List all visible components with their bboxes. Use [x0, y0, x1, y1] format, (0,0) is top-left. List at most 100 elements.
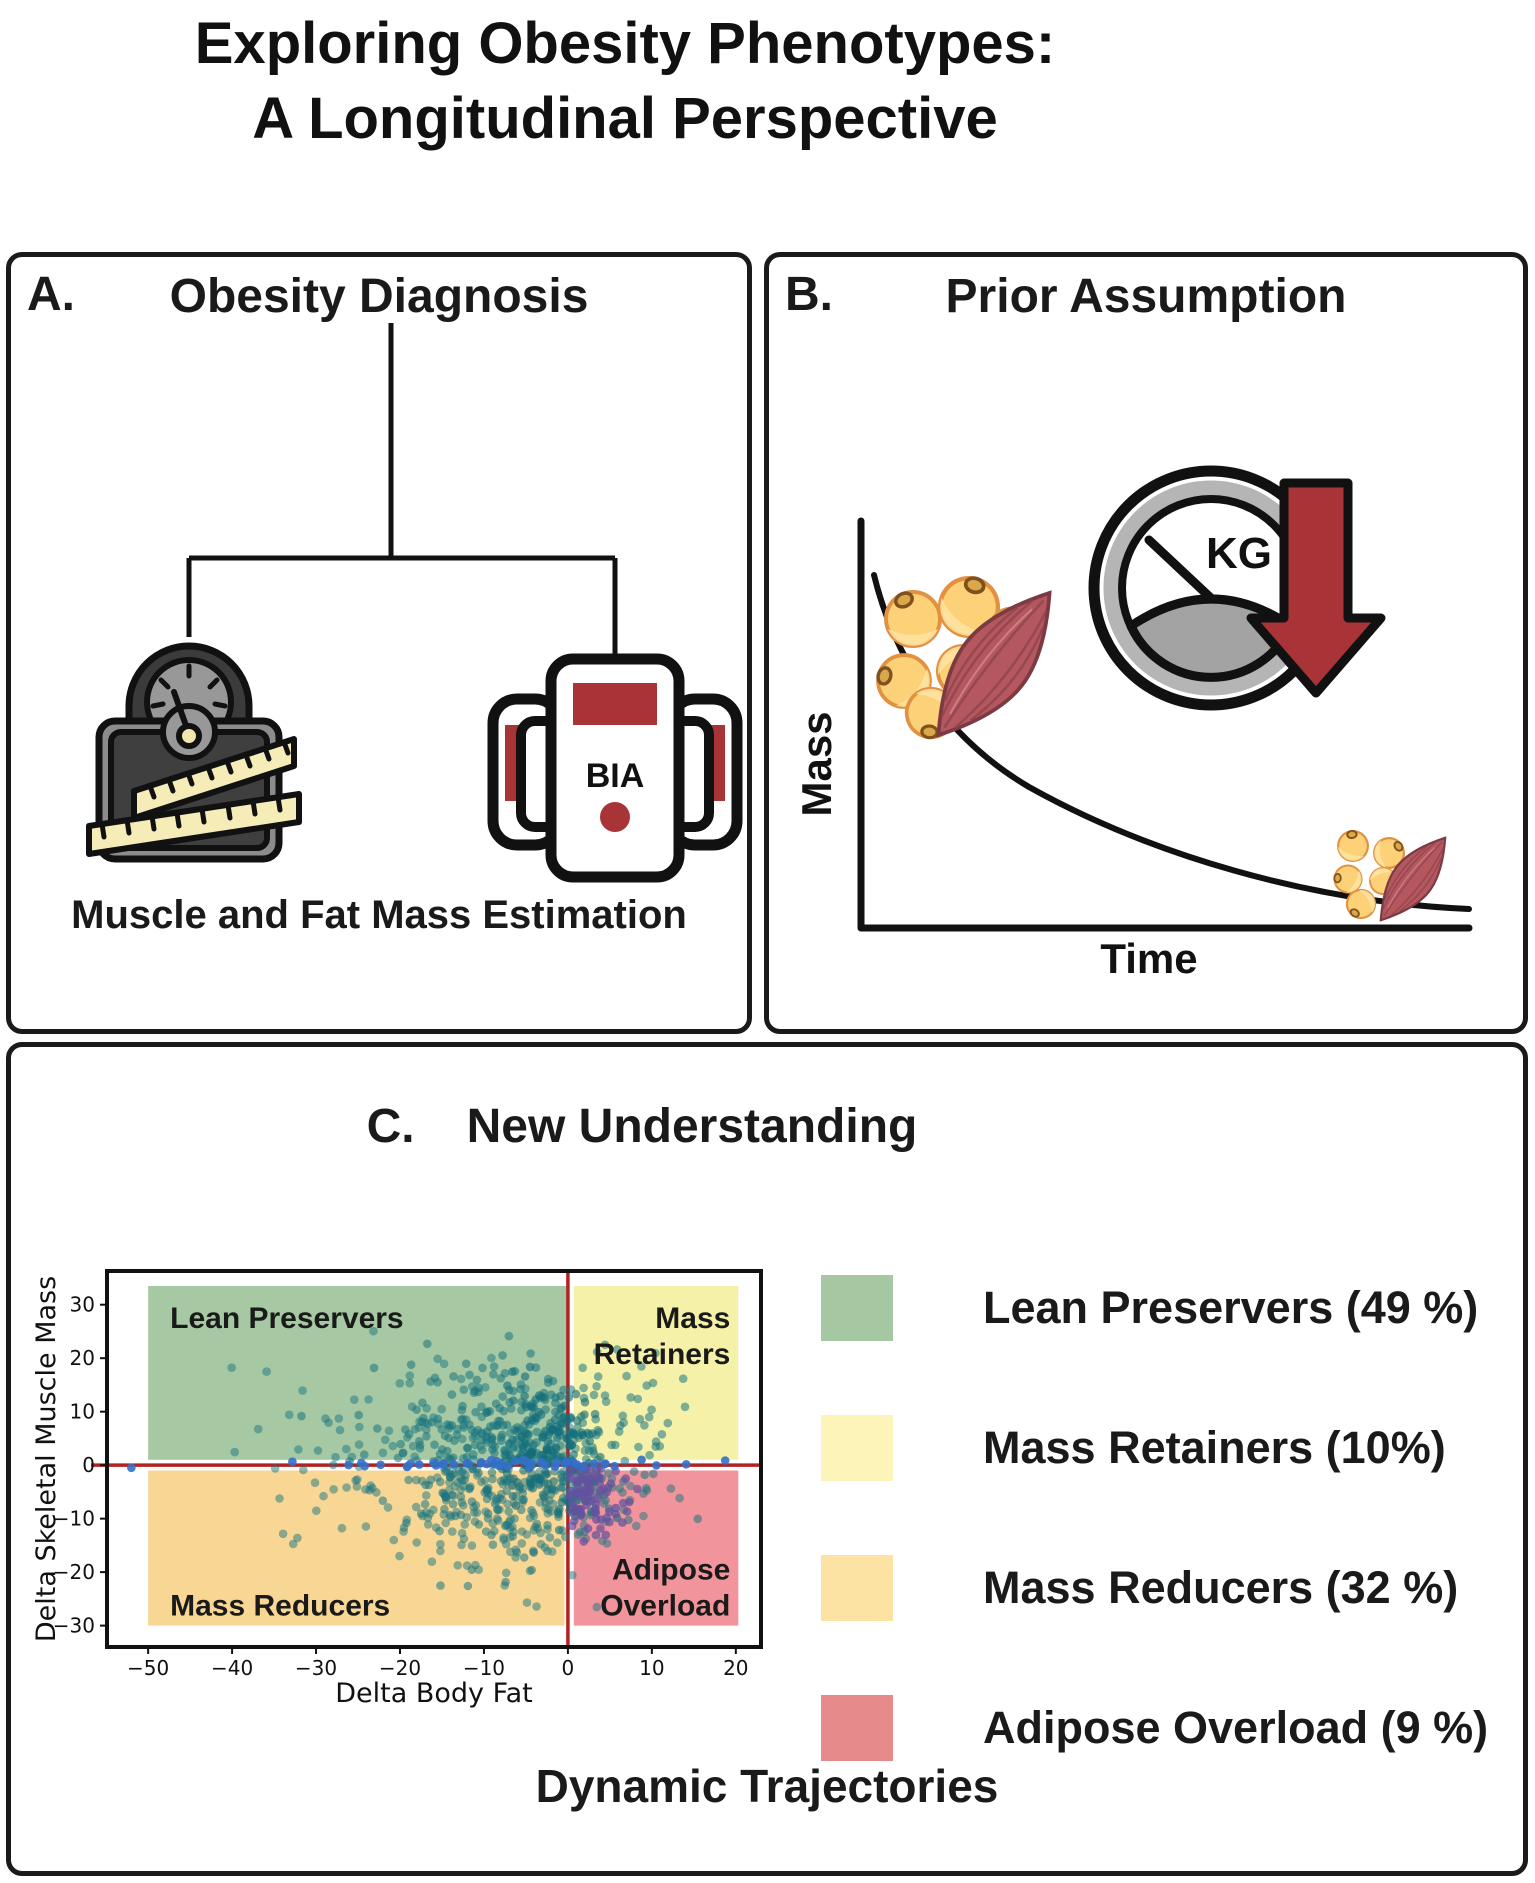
scatter-point [478, 1363, 487, 1373]
scatter-point [457, 1405, 467, 1415]
scatter-point [586, 1492, 595, 1501]
scatter-point [294, 1445, 303, 1454]
scatter-point [529, 1548, 538, 1557]
scatter-point [532, 1602, 541, 1611]
scatter-point [526, 1349, 535, 1358]
legend-item-adipose-overload: Adipose Overload (9 %) [821, 1695, 1488, 1761]
phenotype-legend: Lean Preservers (49 %) Mass Retainers (1… [821, 1275, 1488, 1835]
adipose-overload-label: Overload [600, 1590, 730, 1623]
scatter-point [583, 1524, 593, 1533]
figure-title: Exploring Obesity Phenotypes: A Longitud… [0, 6, 1250, 157]
scatter-point [522, 1598, 532, 1607]
legend-item-mass-retainers: Mass Retainers (10%) [821, 1415, 1488, 1481]
scatter-outlier-point [127, 1463, 136, 1473]
scatter-point [469, 1508, 479, 1517]
scatter-point [446, 1512, 456, 1521]
scatter-point [463, 1443, 473, 1453]
mass-retainers-swatch [821, 1415, 893, 1481]
scatter-point [640, 1421, 649, 1430]
scatter-point [498, 1392, 508, 1401]
scatter-point [457, 1498, 467, 1507]
scatter-point [546, 1507, 556, 1516]
scatter-point [523, 1416, 532, 1425]
scatter-point [592, 1347, 602, 1357]
scatter-point [328, 1460, 338, 1470]
scatter-point [596, 1486, 605, 1496]
scatter-point [459, 1385, 469, 1394]
scatter-point [412, 1538, 422, 1547]
scatter-point [329, 1485, 338, 1494]
scatter-point [539, 1393, 549, 1402]
panel-b-title: Prior Assumption [945, 270, 1347, 323]
scatter-point [556, 1391, 565, 1401]
dial-ticks [150, 663, 228, 709]
scatter-point [519, 1553, 529, 1562]
scatter-point [497, 1430, 507, 1440]
scatter-point [517, 1539, 527, 1548]
panel-obesity-diagnosis: A. Obesity Diagnosis [6, 252, 752, 1034]
scatter-point [550, 1415, 560, 1425]
scatter-point [439, 1359, 449, 1369]
scatter-point [528, 1403, 537, 1412]
scatter-point [619, 1418, 628, 1427]
scatter-point [596, 1515, 606, 1524]
scatter-point [637, 1362, 646, 1371]
scatter-point [599, 1499, 609, 1508]
scatter-point [489, 1421, 498, 1430]
y-tick-label: −30 [53, 1614, 95, 1638]
scatter-point [449, 1460, 458, 1469]
scatter-point [611, 1503, 621, 1513]
scatter-point [633, 1484, 642, 1494]
scatter-point [482, 1485, 491, 1494]
x-tick-label: 0 [562, 1656, 575, 1680]
scatter-point [589, 1390, 599, 1400]
scatter-point [518, 1455, 527, 1465]
scatter-point [575, 1527, 585, 1537]
scatter-point [505, 1532, 515, 1542]
scatter-point [504, 1331, 514, 1341]
scatter-point [398, 1448, 408, 1458]
scatter-point [498, 1351, 507, 1360]
scatter-point [525, 1566, 535, 1576]
scatter-point [652, 1461, 661, 1470]
scatter-point [227, 1363, 236, 1372]
bia-device-icon: BIA [487, 653, 743, 883]
scatter-point [536, 1528, 545, 1538]
scatter-point [433, 1378, 442, 1387]
scatter-point [543, 1525, 552, 1534]
scatter-point [585, 1480, 594, 1489]
scatter-point [505, 1524, 515, 1533]
time-axis-label: Time [1100, 935, 1197, 982]
scatter-point [678, 1374, 688, 1383]
bia-button [600, 802, 630, 832]
scatter-point [474, 1383, 483, 1393]
y-tick-label: 10 [70, 1400, 95, 1424]
scatter-point [429, 1413, 438, 1422]
scatter-point [420, 1499, 430, 1509]
y-tick-label: −20 [53, 1560, 95, 1584]
figure-title-line1: Exploring Obesity Phenotypes: [194, 11, 1056, 76]
scatter-point [680, 1402, 690, 1412]
scatter-point [448, 1527, 457, 1536]
scatter-point [647, 1405, 656, 1414]
scatter-point [422, 1491, 431, 1500]
scatter-point [602, 1539, 612, 1548]
scatter-point [567, 1521, 577, 1531]
scatter-point [369, 1363, 379, 1373]
scatter-point [554, 1525, 564, 1535]
scatter-point [445, 1478, 454, 1487]
scatter-point [590, 1505, 600, 1515]
scatter-point [354, 1440, 364, 1449]
scatter-point [612, 1345, 622, 1354]
scatter-point [342, 1483, 351, 1492]
panel-c-title: New Understanding [466, 1100, 918, 1153]
scatter-point [431, 1523, 441, 1532]
scatter-point [517, 1432, 527, 1442]
scatter-point [511, 1457, 520, 1466]
bia-display [573, 683, 657, 725]
scatter-point [354, 1410, 364, 1420]
scatter-point [557, 1498, 566, 1507]
scatter-point [563, 1434, 573, 1443]
scatter-point [518, 1495, 527, 1504]
scatter-point [600, 1340, 610, 1350]
